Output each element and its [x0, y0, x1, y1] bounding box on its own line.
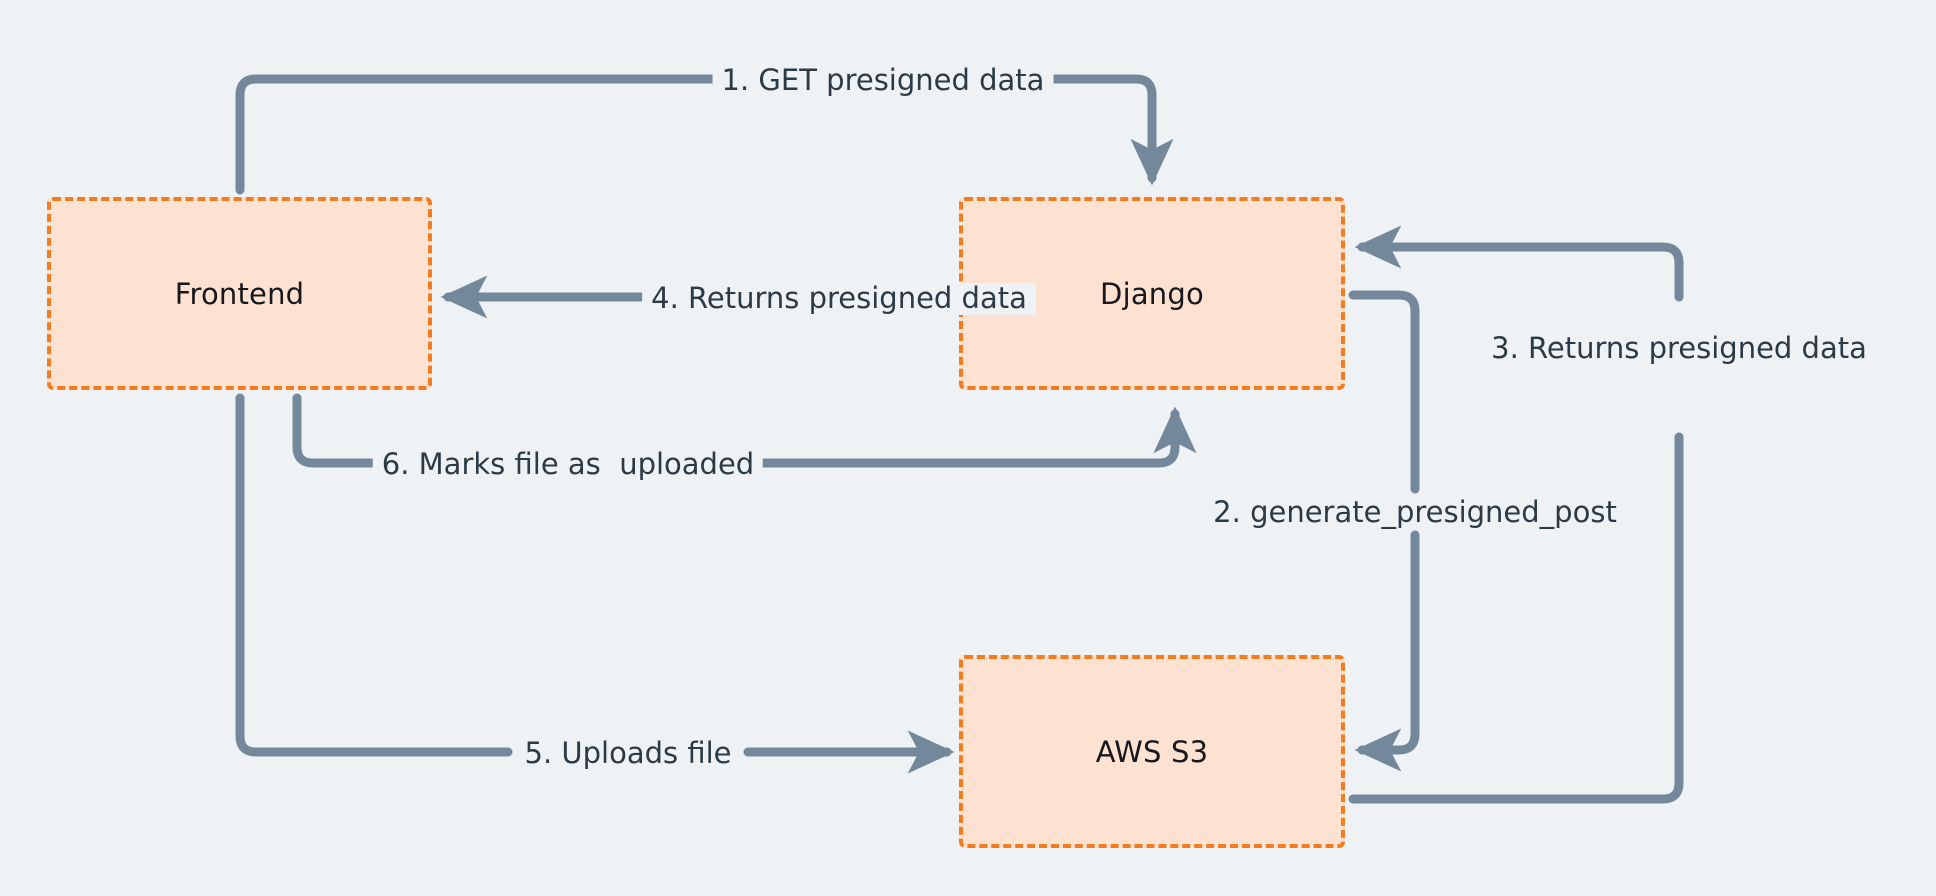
edge-path-step6b: [732, 406, 1197, 468]
edge-label-step4: 4. Returns presigned data: [642, 282, 1036, 315]
edge-label-step5: 5. Uploads file: [515, 737, 741, 770]
edge-path-step2: [1348, 290, 1420, 494]
edge-path-step3: [1348, 432, 1684, 804]
edge-label-step1: 1. GET presigned data: [712, 64, 1054, 97]
edge-label-step2: 2. generate_presigned_post: [1204, 496, 1626, 529]
edge-path-step3b: [1354, 225, 1684, 302]
node-frontend[interactable]: Frontend: [47, 197, 432, 390]
edge-path-step1: [235, 74, 734, 195]
edge-path-step2b: [1354, 530, 1420, 772]
node-frontend-label: Frontend: [174, 276, 305, 311]
edge-path-step1b: [1032, 74, 1174, 186]
edge-path-step6: [292, 393, 405, 468]
edge-label-step3: 3. Returns presigned data: [1482, 332, 1876, 365]
edge-label-step6: 6. Marks file as uploaded: [372, 448, 764, 481]
edge-path-step5: [235, 393, 513, 757]
node-aws-s3-label: AWS S3: [1095, 734, 1209, 769]
node-django-label: Django: [1100, 276, 1204, 311]
node-aws-s3[interactable]: AWS S3: [959, 655, 1345, 848]
